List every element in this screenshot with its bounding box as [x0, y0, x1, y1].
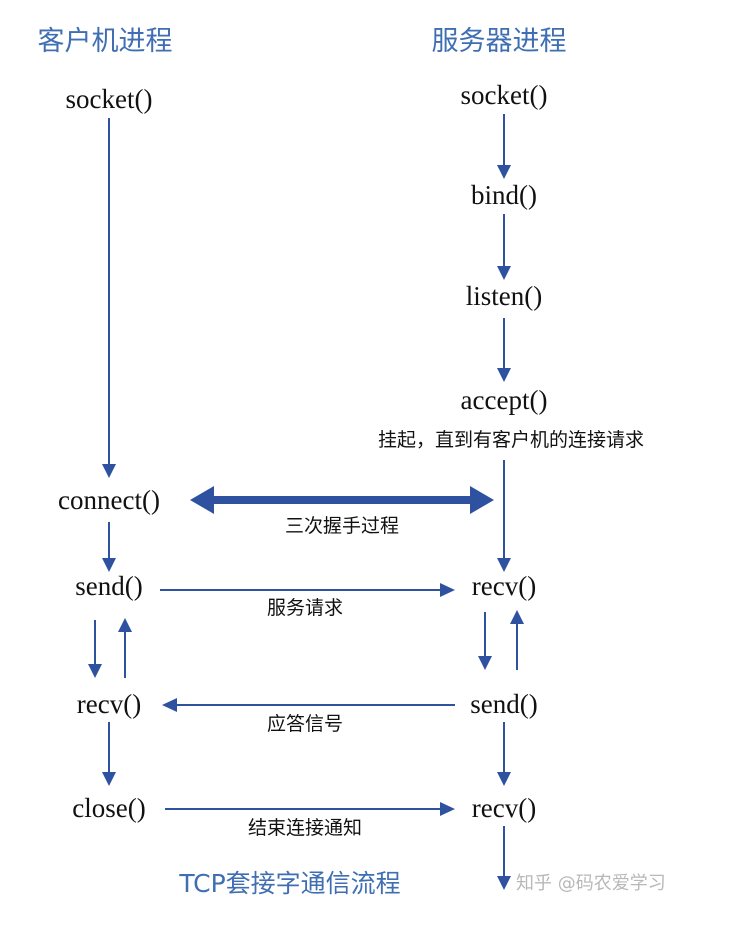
server-socket-call: socket()	[461, 80, 548, 110]
client-recv-call: recv()	[77, 689, 141, 719]
handshake-label: 三次握手过程	[285, 515, 399, 537]
server-socket-to-bind-arrow	[497, 114, 511, 179]
diagram-caption: TCP套接字通信流程	[178, 869, 400, 898]
server-process-header: 服务器进程	[432, 26, 567, 57]
server-send-call: send()	[470, 689, 537, 719]
server-up-arrow-send-recv	[510, 610, 524, 670]
service-request-label: 服务请求	[267, 597, 343, 619]
server-accept-to-recv-arrow	[497, 460, 511, 572]
server-down-arrow-recv-send	[478, 612, 492, 670]
client-connect-to-send-arrow	[102, 522, 116, 572]
server-send-to-recv-arrow	[497, 722, 511, 786]
handshake-double-arrow	[190, 486, 494, 514]
client-socket-to-connect-arrow	[102, 118, 116, 478]
response-signal-label: 应答信号	[267, 713, 343, 735]
client-process-header: 客户机进程	[38, 26, 173, 57]
close-notice-arrow	[165, 802, 455, 816]
server-recv-call-2: recv()	[472, 793, 536, 823]
server-recv-down-arrow	[497, 826, 511, 890]
server-listen-to-accept-arrow	[497, 318, 511, 382]
watermark: 知乎 @码农爱学习	[516, 873, 666, 894]
close-notice-label: 结束连接通知	[248, 817, 362, 839]
service-request-arrow	[160, 583, 455, 597]
client-close-call: close()	[72, 793, 145, 823]
server-bind-call: bind()	[471, 180, 537, 210]
server-bind-to-listen-arrow	[497, 214, 511, 280]
client-connect-call: connect()	[58, 485, 160, 515]
accept-blocking-note: 挂起，直到有客户机的连接请求	[378, 429, 644, 451]
server-listen-call: listen()	[466, 281, 542, 311]
response-signal-arrow	[162, 698, 455, 712]
client-up-arrow-recv-send	[118, 618, 132, 678]
client-socket-call: socket()	[66, 84, 153, 114]
client-recv-to-close-arrow	[102, 722, 116, 786]
client-send-call: send()	[75, 571, 142, 601]
server-accept-call: accept()	[461, 385, 548, 415]
client-down-arrow-send-recv	[88, 620, 102, 678]
server-recv-call-1: recv()	[472, 571, 536, 601]
